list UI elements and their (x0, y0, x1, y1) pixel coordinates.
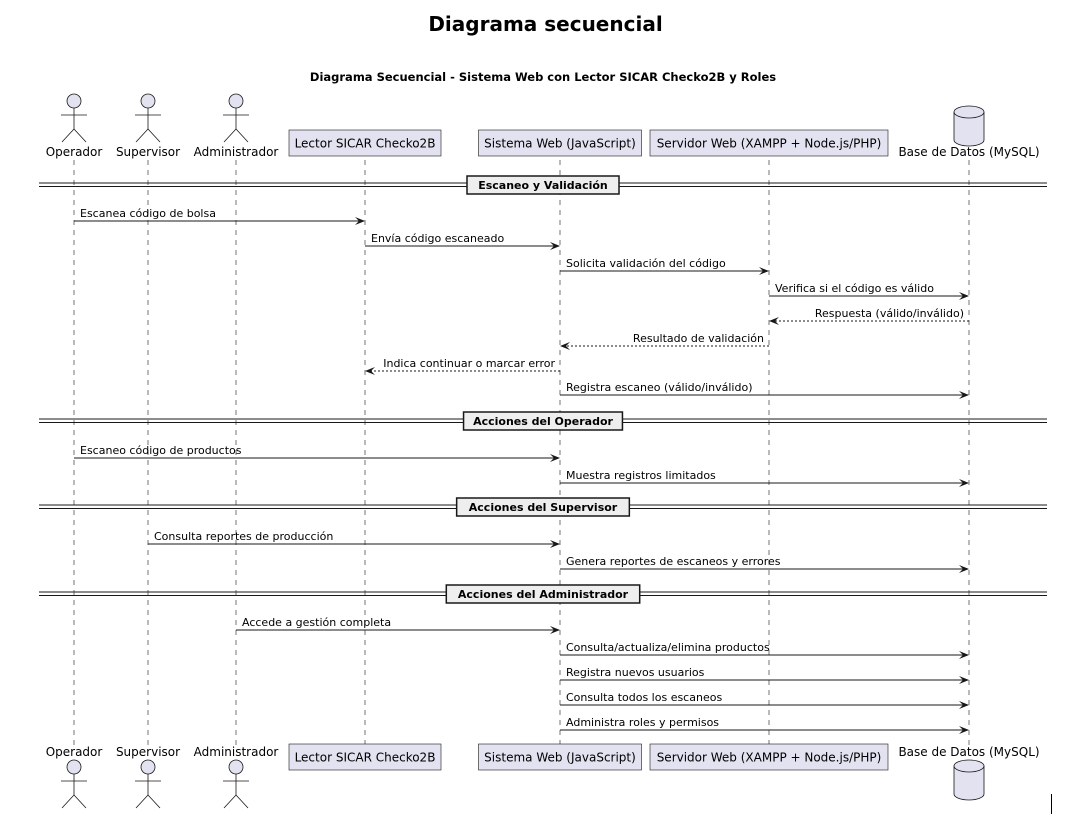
participant-box-lector (288, 743, 442, 771)
message-label: Indica continuar o marcar error (383, 357, 555, 370)
message-label: Resultado de validación (633, 332, 764, 345)
actor-operador-icon (61, 759, 87, 809)
participant-label-supervisor-bottom: Supervisor (116, 745, 180, 759)
participant-box-sistema (478, 129, 642, 157)
section-divider: Escaneo y Validación (39, 175, 1047, 195)
diagram-title: Diagrama Secuencial - Sistema Web con Le… (310, 70, 776, 84)
message-label: Verifica si el código es válido (775, 282, 934, 295)
participant-label-sistema-bottom: Sistema Web (JavaScript) (484, 751, 636, 765)
participant-box-sistema (478, 743, 642, 771)
participant-label-operador-top: Operador (46, 145, 103, 159)
message-label: Consulta reportes de producción (154, 530, 333, 543)
actor-administrador-icon (223, 93, 249, 143)
section-divider: Acciones del Operador (39, 411, 1047, 431)
message-label: Muestra registros limitados (566, 469, 716, 482)
message-label: Consulta todos los escaneos (566, 691, 722, 704)
section-title: Escaneo y Validación (478, 179, 608, 192)
participant-label-servidor-top: Servidor Web (XAMPP + Node.js/PHP) (657, 137, 882, 151)
actor-operador-icon (61, 93, 87, 143)
section-title: Acciones del Operador (473, 415, 613, 428)
actor-supervisor-icon (135, 93, 161, 143)
section-title: Acciones del Supervisor (469, 501, 618, 514)
section-title: Acciones del Administrador (458, 588, 629, 601)
message-label: Genera reportes de escaneos y errores (566, 555, 781, 568)
participant-label-servidor-bottom: Servidor Web (XAMPP + Node.js/PHP) (657, 751, 882, 765)
message-label: Envía código escaneado (371, 232, 505, 245)
message-label: Solicita validación del código (566, 257, 726, 270)
participant-label-administrador-top: Administrador (194, 145, 279, 159)
message-label: Respuesta (válido/inválido) (815, 307, 964, 320)
participant-label-bd-bottom: Base de Datos (MySQL) (898, 745, 1039, 759)
participant-box-servidor (649, 129, 889, 157)
participant-box-lector (288, 129, 442, 157)
database-bd-icon (953, 759, 985, 801)
participant-label-sistema-top: Sistema Web (JavaScript) (484, 137, 636, 151)
section-divider: Acciones del Supervisor (39, 497, 1047, 517)
section-divider: Acciones del Administrador (39, 584, 1047, 604)
participant-label-lector-top: Lector SICAR Checko2B (295, 137, 436, 151)
message-label: Registra nuevos usuarios (566, 666, 705, 679)
actor-supervisor-icon (135, 759, 161, 809)
database-bd-icon (953, 105, 985, 147)
message-label: Escaneo código de productos (80, 444, 242, 457)
message-label: Consulta/actualiza/elimina productos (566, 641, 770, 654)
message-label: Administra roles y permisos (566, 716, 719, 729)
text-cursor (1051, 794, 1052, 814)
participant-label-supervisor-top: Supervisor (116, 145, 180, 159)
actor-administrador-icon (223, 759, 249, 809)
participant-box-servidor (649, 743, 889, 771)
message-label: Accede a gestión completa (242, 616, 391, 629)
participant-label-administrador-bottom: Administrador (194, 745, 279, 759)
message-label: Escanea código de bolsa (80, 207, 216, 220)
participant-label-bd-top: Base de Datos (MySQL) (898, 145, 1039, 159)
page-title: Diagrama secuencial (428, 12, 663, 36)
participant-label-operador-bottom: Operador (46, 745, 103, 759)
participant-label-lector-bottom: Lector SICAR Checko2B (295, 751, 436, 765)
message-label: Registra escaneo (válido/inválido) (566, 381, 752, 394)
